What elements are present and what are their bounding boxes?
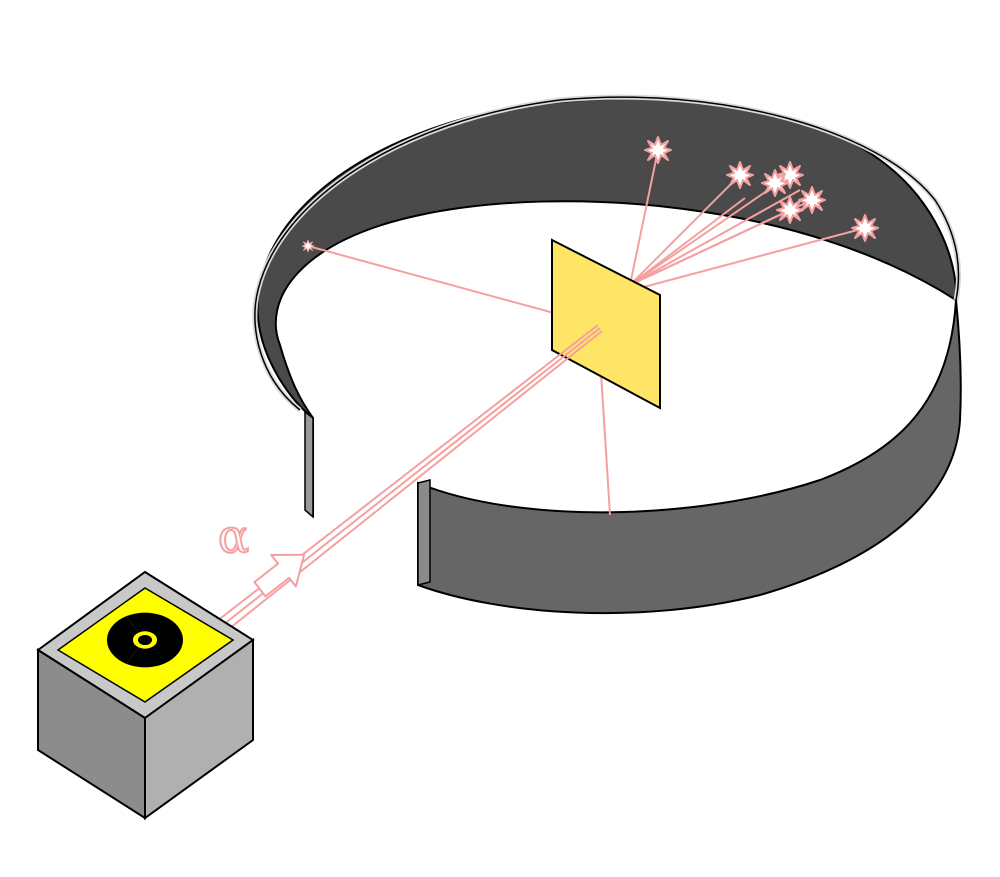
flash-icon xyxy=(301,239,315,253)
flash-icon xyxy=(726,161,754,189)
radiation-trefoil-icon xyxy=(107,612,183,668)
detector-ring-left-end xyxy=(304,410,314,519)
scattered-tracks xyxy=(307,149,866,516)
arrow-icon xyxy=(253,553,306,598)
flash-icon xyxy=(851,214,879,242)
gold-foil xyxy=(551,238,661,410)
detector-ring-outer-wall xyxy=(417,299,962,615)
flash-icon xyxy=(761,169,789,197)
alpha-label: α xyxy=(218,509,249,563)
detector-ring-end-cap xyxy=(417,479,431,586)
radioactive-source xyxy=(36,570,255,820)
flash-icon xyxy=(776,196,804,224)
flash-icon xyxy=(644,136,672,164)
